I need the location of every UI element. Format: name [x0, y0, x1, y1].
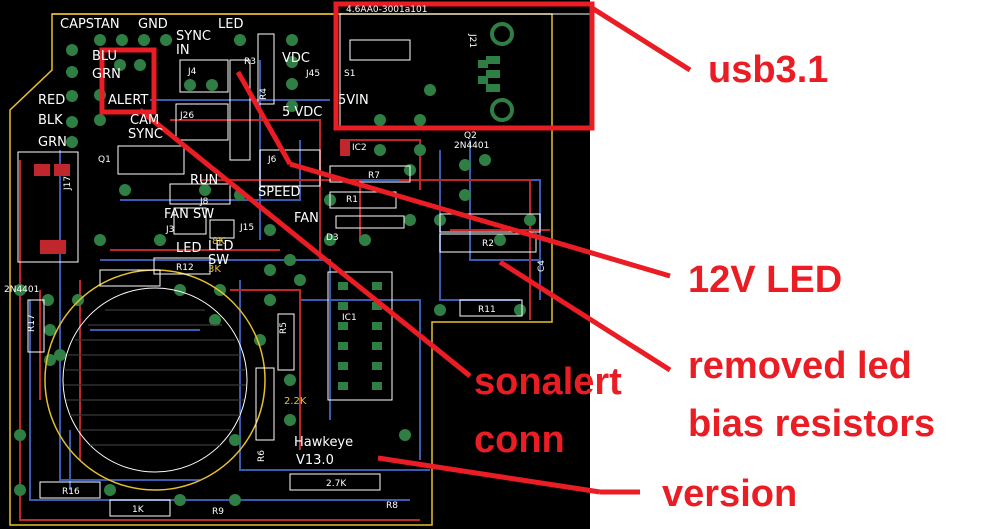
silk-led-sw-sw: SW [208, 253, 229, 268]
silk-j6: J6 [267, 155, 277, 165]
silk-r9: R9 [212, 507, 224, 517]
silk-r17: R17 [27, 314, 37, 332]
silk-speed: SPEED [258, 185, 301, 200]
annotation-sonalert-line1: sonalert [474, 361, 622, 403]
silk-r5: R5 [279, 322, 289, 334]
silk-r12: R12 [176, 263, 194, 273]
silk-cam-sync: SYNC [128, 127, 163, 142]
silk-j8: J8 [199, 197, 209, 207]
silk-j4: J4 [187, 67, 197, 77]
silk-r11: R11 [478, 305, 496, 315]
annotation-version: version [662, 473, 798, 515]
silk-5vdc: 5 VDC [282, 105, 322, 120]
sonalert-pointer [138, 108, 472, 378]
silk-r2: R2 [482, 239, 494, 249]
annotation-removed-line2: bias resistors [688, 403, 936, 445]
silk-val-1k: 1K [132, 505, 145, 515]
silk-red: RED [38, 93, 65, 108]
annotation-12v-led: 12V LED [688, 259, 843, 301]
annotation-sonalert-line2: conn [474, 419, 565, 461]
silk-usb-part: 4.6AA0-3001a101 [346, 5, 427, 15]
silk-5vin: 5VIN [338, 93, 369, 108]
led-pointer-b [289, 161, 671, 279]
silk-val-8k: 8K [212, 236, 225, 247]
led-pointer-a [235, 70, 293, 166]
usb-highlight-box [333, 1, 595, 131]
silk-alert: ALERT [108, 93, 148, 108]
silk-d3: D3 [326, 233, 339, 243]
silk-r4: R4 [259, 88, 269, 100]
silk-sync: SYNC [176, 29, 211, 44]
silk-c4: C4 [537, 260, 547, 272]
silk-j26: J26 [179, 111, 194, 121]
silk-val-22k: 2.2K [284, 396, 307, 407]
version-pointer-a [377, 455, 601, 495]
annotation-markers [99, 1, 692, 495]
silk-ic1: IC1 [342, 313, 357, 323]
silk-r3: R3 [244, 57, 256, 67]
ic1-outline [327, 271, 393, 401]
silk-j21: J21 [467, 33, 477, 48]
silk-blk: BLK [38, 113, 63, 128]
silk-brand: Hawkeye [294, 435, 353, 450]
component-outlines [17, 33, 541, 517]
silk-r6: R6 [257, 450, 267, 462]
silk-j17: J17 [63, 176, 73, 191]
resistor-pointer [498, 259, 672, 373]
sonalert-highlight-box [99, 47, 157, 115]
silk-s1: S1 [344, 69, 355, 79]
pad-group [14, 34, 536, 506]
silk-ic2: IC2 [352, 143, 367, 153]
silk-cam: CAM [130, 113, 159, 128]
silk-gnd: GND [138, 17, 168, 32]
silk-q-left-part: 2N4401 [4, 285, 39, 295]
silk-j3: J3 [165, 225, 174, 235]
silk-blu: BLU [92, 49, 117, 64]
silk-j15: J15 [239, 223, 254, 233]
silk-q1: Q1 [98, 155, 111, 165]
silk-led: LED [218, 17, 243, 32]
usb-pointer [590, 5, 692, 73]
silk-r1: R1 [346, 195, 358, 205]
silk-val-27k: 2.7K [326, 479, 347, 489]
speaker-hatch [64, 309, 246, 446]
silk-led-sw-led: LED [208, 239, 233, 254]
silk-vdc: VDC [282, 51, 310, 66]
silk-fan: FAN [294, 211, 319, 226]
annotation-removed-line1: removed led [688, 345, 912, 387]
silk-capstan: CAPSTAN [60, 17, 120, 32]
silk-r8: R8 [386, 501, 398, 511]
silk-led-b: LED [176, 241, 201, 256]
silk-grn-top: GRN [92, 67, 121, 82]
silk-q2-part: 2N4401 [454, 141, 489, 151]
annotation-usb: usb3.1 [708, 49, 829, 91]
board-outline [9, 13, 553, 526]
silk-in: IN [176, 43, 190, 58]
silk-val-3k: 3K [208, 264, 221, 275]
silk-grn: GRN [38, 135, 67, 150]
silk-r16: R16 [62, 487, 80, 497]
silk-fan-sw: FAN SW [164, 207, 214, 222]
silk-r7: R7 [368, 171, 380, 181]
silk-version: V13.0 [296, 453, 334, 468]
speaker-inner [62, 287, 248, 473]
ic1-pads [338, 282, 382, 390]
silk-run: RUN [190, 173, 218, 188]
silk-q2: Q2 [464, 131, 477, 141]
silk-j45: J45 [305, 69, 320, 79]
